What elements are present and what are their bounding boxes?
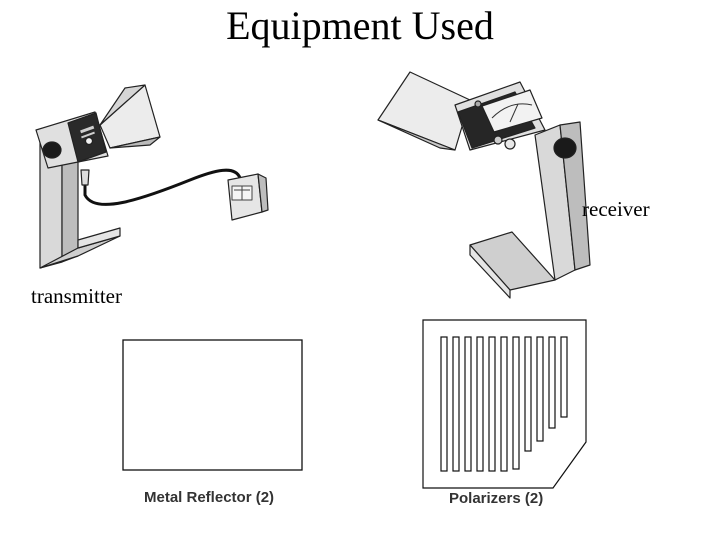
metal-reflector-caption: Metal Reflector (2)	[144, 489, 275, 506]
polarizer-slot	[464, 336, 472, 472]
polarizer-slot	[560, 336, 568, 418]
polarizer-slot	[524, 336, 532, 452]
polarizer-slot	[548, 336, 556, 429]
receiver-illustration	[377, 71, 591, 299]
polarizer-slot	[488, 336, 496, 472]
polarizer-frame	[422, 319, 587, 489]
transmitter-illustration	[35, 84, 269, 269]
transmitter-label: transmitter	[31, 284, 122, 308]
polarizers-caption: Polarizers (2)	[449, 490, 544, 507]
polarizer-slot	[476, 336, 484, 472]
receiver-label: receiver	[582, 197, 650, 221]
polarizer-slot	[512, 336, 520, 470]
polarizer-illustration	[422, 319, 587, 489]
polarizer-slot	[536, 336, 544, 442]
polarizer-slot	[440, 336, 448, 472]
metal-reflector-plate	[122, 339, 303, 471]
polarizer-slot	[500, 336, 508, 472]
polarizer-slot	[452, 336, 460, 472]
slide-title: Equipment Used	[226, 3, 494, 48]
